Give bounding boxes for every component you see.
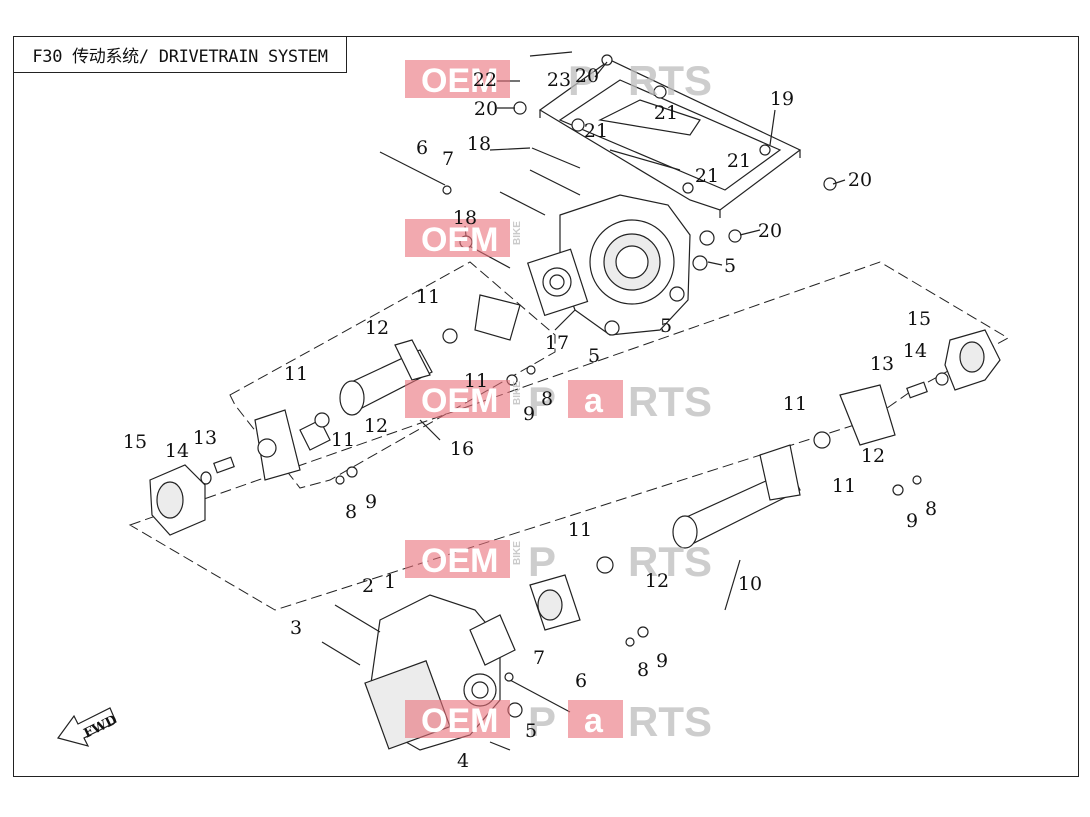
callout-21c: 21 xyxy=(727,150,751,172)
callout-16: 16 xyxy=(450,438,474,460)
callout-19: 19 xyxy=(770,88,794,110)
rear-differential xyxy=(526,194,691,336)
svg-text:BIKE: BIKE xyxy=(512,221,523,245)
front-propeller-shaft xyxy=(254,294,521,481)
callout-12d: 12 xyxy=(645,570,669,592)
callout-17: 17 xyxy=(545,332,569,354)
callout-8d: 8 xyxy=(637,659,649,681)
front-output-flange xyxy=(149,456,235,536)
callout-18b: 18 xyxy=(453,207,477,229)
leader-lines xyxy=(419,51,846,611)
bolt-hardware xyxy=(321,54,922,751)
callout-13a: 13 xyxy=(193,427,217,449)
svg-text:OEM: OEM xyxy=(421,221,498,259)
callout-3: 3 xyxy=(290,617,302,639)
rear-shaft-assembly-outline xyxy=(128,261,1010,611)
svg-text:RTS: RTS xyxy=(628,538,712,585)
callout-11c: 11 xyxy=(284,363,308,385)
part-callouts: 1 2 3 4 5 5 5 5 5 6 6 7 7 8 8 8 8 9 9 9 … xyxy=(123,65,937,772)
callout-8a: 8 xyxy=(541,388,553,410)
svg-text:OEM: OEM xyxy=(421,382,498,420)
callout-6a: 6 xyxy=(416,137,428,159)
callout-9d: 9 xyxy=(656,650,668,672)
callout-12b: 12 xyxy=(364,415,388,437)
callout-9b: 9 xyxy=(365,491,377,513)
callout-15a: 15 xyxy=(123,431,147,453)
callout-1: 1 xyxy=(384,571,396,593)
callout-22: 22 xyxy=(473,69,497,91)
callout-20a: 20 xyxy=(575,65,599,87)
svg-text:BIKE: BIKE xyxy=(512,381,523,405)
diagram-title: F30 传动系统/ DRIVETRAIN SYSTEM xyxy=(13,36,347,73)
callout-8b: 8 xyxy=(345,501,357,523)
callout-12a: 12 xyxy=(365,317,389,339)
svg-text:OEM: OEM xyxy=(421,702,498,740)
callout-11a: 11 xyxy=(416,286,440,308)
callout-20c: 20 xyxy=(848,169,872,191)
callout-7a: 7 xyxy=(442,148,454,170)
svg-text:P: P xyxy=(528,378,556,425)
svg-text:a: a xyxy=(584,382,604,420)
callout-18a: 18 xyxy=(467,133,491,155)
svg-text:P: P xyxy=(568,57,596,104)
svg-text:BIKE: BIKE xyxy=(512,541,523,565)
drawing-frame xyxy=(13,36,1079,777)
callout-14b: 14 xyxy=(903,340,927,362)
rear-output-flange xyxy=(906,329,1001,399)
diagram-title-text: F30 传动系统/ DRIVETRAIN SYSTEM xyxy=(32,47,328,67)
callout-11f: 11 xyxy=(832,475,856,497)
callout-11b: 11 xyxy=(464,370,488,392)
callout-4: 4 xyxy=(457,750,469,772)
callout-9a: 9 xyxy=(523,403,535,425)
callout-11d: 11 xyxy=(331,429,355,451)
svg-text:OEM: OEM xyxy=(421,542,498,580)
callout-9c: 9 xyxy=(906,510,918,532)
callout-2: 2 xyxy=(362,575,374,597)
svg-text:P: P xyxy=(528,538,556,585)
watermark-oem: OEM xyxy=(421,62,498,100)
callout-13b: 13 xyxy=(870,353,894,375)
mounting-plate xyxy=(538,59,802,218)
svg-text:RTS: RTS xyxy=(628,378,712,425)
svg-text:RTS: RTS xyxy=(628,57,712,104)
callout-11g: 11 xyxy=(568,519,592,541)
callout-14a: 14 xyxy=(165,440,189,462)
svg-text:P: P xyxy=(528,698,556,745)
callout-7b: 7 xyxy=(533,647,545,669)
callout-15b: 15 xyxy=(907,308,931,330)
callout-10: 10 xyxy=(738,573,762,595)
callout-20b: 20 xyxy=(474,98,498,120)
callout-21a: 21 xyxy=(654,102,678,124)
callout-5c: 5 xyxy=(588,345,600,367)
callout-5a: 5 xyxy=(724,255,736,277)
rear-propeller-shaft xyxy=(529,384,896,631)
svg-text:RTS: RTS xyxy=(628,698,712,745)
callout-23: 23 xyxy=(547,69,571,91)
callout-11e: 11 xyxy=(783,393,807,415)
watermark: OEM P RTS OEM BIKE OEM BIKE P a RTS OEM … xyxy=(405,57,712,745)
svg-text:a: a xyxy=(584,702,604,740)
callout-5b: 5 xyxy=(660,315,672,337)
callout-8c: 8 xyxy=(925,498,937,520)
callout-21d: 21 xyxy=(695,165,719,187)
callout-20d: 20 xyxy=(758,220,782,242)
callout-12c: 12 xyxy=(861,445,885,467)
forward-direction-arrow: FWD xyxy=(57,707,120,747)
callout-5d: 5 xyxy=(525,720,537,742)
callout-21b: 21 xyxy=(584,120,608,142)
callout-6b: 6 xyxy=(575,670,587,692)
